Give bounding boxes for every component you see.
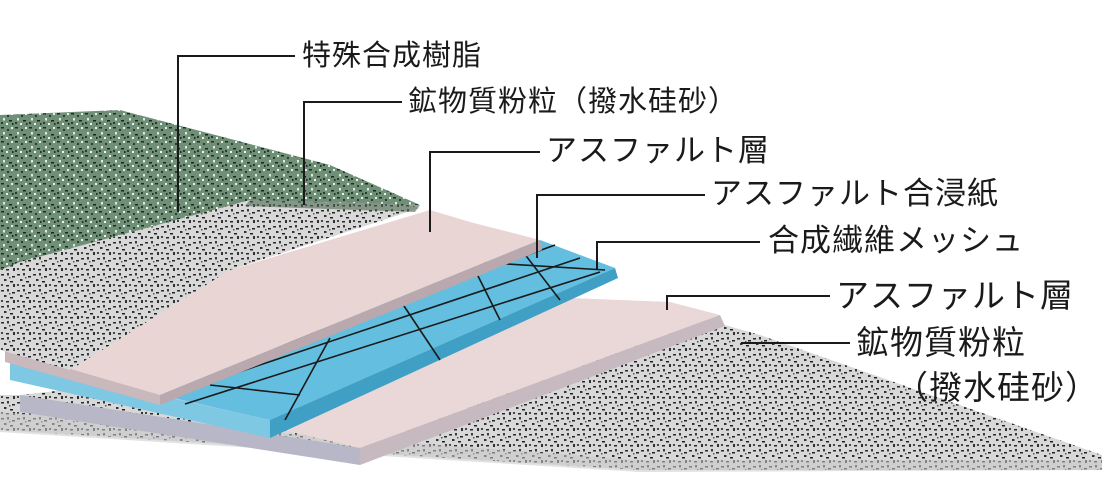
label-asphalt-impregnated-paper: アスファルト合浸紙 bbox=[711, 176, 999, 212]
lower-asphalt-end bbox=[360, 315, 725, 465]
lower-asphalt-side bbox=[20, 395, 360, 465]
label-special-resin: 特殊合成樹脂 bbox=[302, 38, 483, 72]
leader-lines bbox=[177, 55, 850, 344]
label-mineral-granules-bottom: 鉱物質粉粒 bbox=[856, 323, 1026, 362]
upper-asphalt-top bbox=[70, 210, 540, 395]
upper-asphalt-end bbox=[160, 240, 542, 405]
upper-asphalt-side bbox=[5, 350, 160, 405]
label-asphalt-layer-lower: アスファルト層 bbox=[836, 276, 1074, 315]
label-asphalt-layer-upper: アスファルト層 bbox=[546, 133, 770, 169]
asphalt-paper-end bbox=[270, 268, 618, 438]
label-synthetic-fiber-mesh: 合成繊維メッシュ bbox=[768, 223, 1024, 259]
green-resin-edge bbox=[245, 200, 420, 212]
label-mineral-granules-top: 鉱物質粉粒（撥水硅砂） bbox=[408, 84, 739, 118]
label-water-repellent-sand: （撥水硅砂） bbox=[895, 368, 1099, 407]
green-resin-layer bbox=[0, 110, 420, 270]
